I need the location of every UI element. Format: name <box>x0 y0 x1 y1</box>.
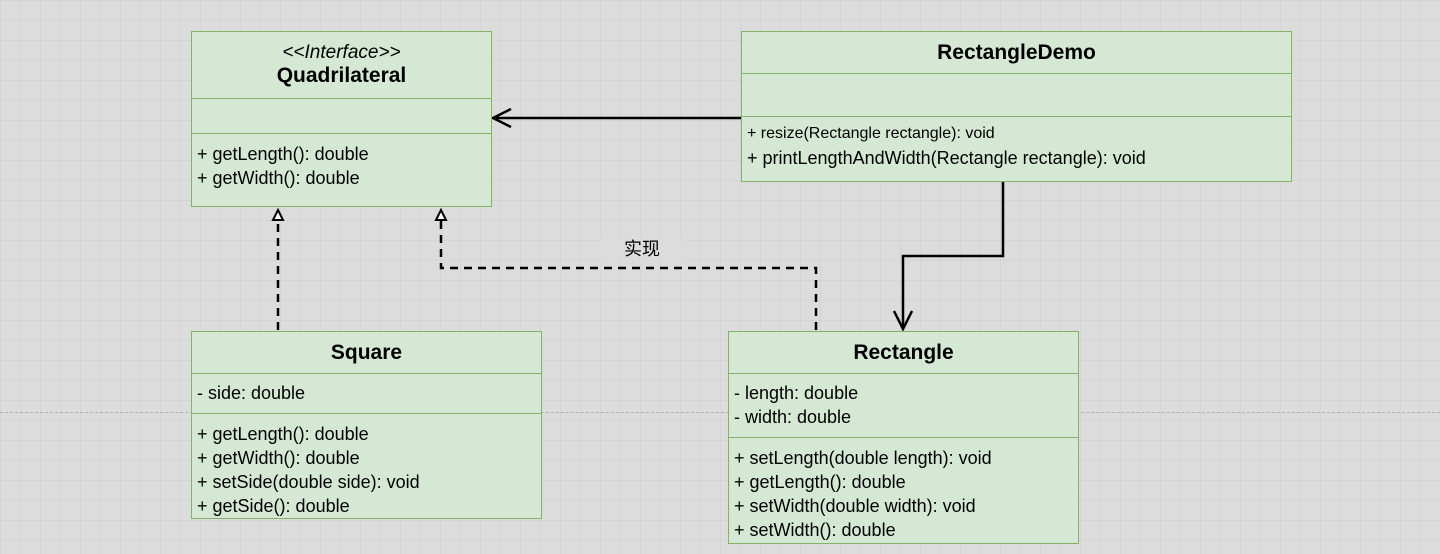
class-header: Square <box>192 332 541 374</box>
class-name: Square <box>330 340 403 364</box>
hollow-triangle-arrowhead-icon <box>271 207 285 221</box>
method-row: + getWidth(): double <box>197 448 360 468</box>
attributes-section <box>742 74 1291 117</box>
attributes-section <box>192 99 491 134</box>
attribute-row: - length: double <box>734 383 859 403</box>
method-row: + getLength(): double <box>734 472 906 492</box>
method-row: + getSide(): double <box>197 496 350 516</box>
class-header: Rectangle <box>729 332 1078 374</box>
attributes-section: - length: double - width: double <box>729 374 1078 438</box>
methods-section: + setLength(double length): void + getLe… <box>729 438 1078 542</box>
method-row: + getWidth(): double <box>197 168 360 188</box>
hollow-triangle-arrowhead-icon <box>434 207 448 221</box>
class-quadrilateral[interactable]: <<Interface>> Quadrilateral + getLength(… <box>191 31 492 207</box>
methods-section: + getLength(): double + getWidth(): doub… <box>192 414 541 518</box>
class-square[interactable]: Square - side: double + getLength(): dou… <box>191 331 542 519</box>
method-row: + getLength(): double <box>197 424 369 444</box>
class-name: RectangleDemo <box>937 40 1096 64</box>
realization-label: 实现 <box>600 238 684 262</box>
attribute-row: - side: double <box>197 383 306 403</box>
association-edge-demo-to-rectangle[interactable] <box>901 181 1005 329</box>
class-header: <<Interface>> Quadrilateral <box>192 32 491 99</box>
attributes-section: - side: double <box>192 374 541 414</box>
class-name: Rectangle <box>853 340 954 364</box>
method-row: + resize(Rectangle rectangle): void <box>747 125 995 142</box>
methods-section: + resize(Rectangle rectangle): void + pr… <box>742 117 1291 170</box>
method-row: + setWidth(double width): void <box>734 496 976 516</box>
page-break-line <box>0 412 1440 413</box>
class-stereotype: <<Interface>> <box>282 42 401 63</box>
method-row: + setSide(double side): void <box>197 472 420 492</box>
method-row: + printLengthAndWidth(Rectangle rectangl… <box>747 148 1146 168</box>
open-arrowhead-icon <box>490 107 512 129</box>
method-row: + setLength(double length): void <box>734 448 992 468</box>
attribute-row: - width: double <box>734 407 852 427</box>
class-header: RectangleDemo <box>742 32 1291 74</box>
realization-edge-rectangle-to-quadrilateral[interactable] <box>439 221 818 330</box>
class-rectangle-demo[interactable]: RectangleDemo + resize(Rectangle rectang… <box>741 31 1292 182</box>
class-name: Quadrilateral <box>276 64 407 87</box>
method-row: + setWidth(): double <box>734 520 896 540</box>
open-arrowhead-icon <box>892 310 914 332</box>
methods-section: + getLength(): double + getWidth(): doub… <box>192 134 491 190</box>
class-rectangle[interactable]: Rectangle - length: double - width: doub… <box>728 331 1079 544</box>
method-row: + getLength(): double <box>197 144 369 164</box>
